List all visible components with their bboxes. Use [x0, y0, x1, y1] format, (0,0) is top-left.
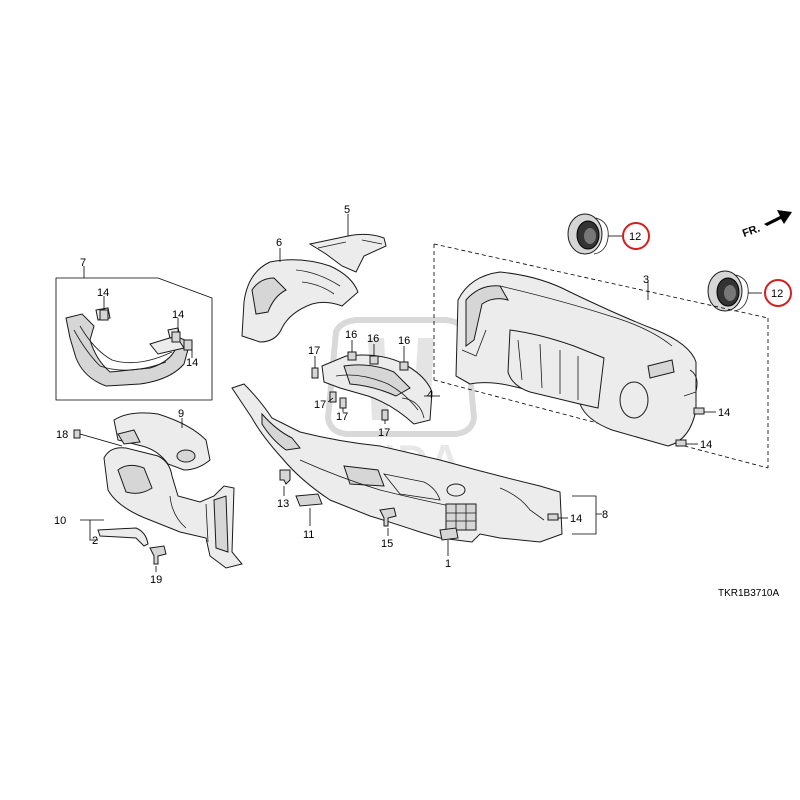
callout-19: 19	[150, 574, 162, 586]
callout-15: 15	[381, 538, 393, 550]
callout-5: 5	[344, 204, 350, 216]
callout-12-lower: 12	[771, 288, 783, 300]
part-13-clip[interactable]	[279, 469, 291, 485]
part-4-meter-assembly[interactable]	[321, 354, 433, 425]
callout-18: 18	[56, 429, 68, 441]
callout-12-upper: 12	[629, 231, 641, 243]
callout-16-c: 16	[398, 335, 410, 347]
part-14-clip-f[interactable]	[547, 513, 559, 521]
callout-6: 6	[276, 237, 282, 249]
part-17-clip-d[interactable]	[381, 409, 389, 421]
callout-17-a: 17	[308, 345, 320, 357]
part-14-clip-e[interactable]	[675, 439, 687, 447]
part-18-screw[interactable]	[73, 429, 81, 439]
watermark-logo	[324, 317, 478, 437]
part-14-clip-d[interactable]	[693, 407, 705, 415]
callout-11: 11	[303, 529, 314, 541]
part-9-knee-bolster[interactable]	[113, 412, 211, 471]
front-arrow-icon	[764, 210, 792, 226]
part-11-cover[interactable]	[295, 493, 323, 507]
part-14-clip-b[interactable]	[171, 331, 181, 343]
part-12-vent-upper[interactable]	[567, 213, 609, 255]
callout-8: 8	[602, 509, 608, 521]
part-16-clip-b[interactable]	[369, 355, 379, 365]
callout-9: 9	[178, 408, 184, 420]
front-direction-indicator: FR.	[741, 210, 792, 240]
callout-17-b: 17	[314, 399, 326, 411]
callout-14-d: 14	[718, 407, 730, 419]
callout-10: 10	[54, 515, 66, 527]
callout-17-c: 17	[336, 411, 348, 423]
part-15-fastener[interactable]	[379, 507, 397, 527]
callout-14-b: 14	[172, 309, 184, 321]
part-19-clip[interactable]	[149, 545, 167, 565]
part-17-clip-a[interactable]	[311, 367, 319, 379]
callout-1: 1	[445, 558, 451, 570]
part-16-clip-a[interactable]	[347, 351, 357, 361]
callout-14-e: 14	[700, 439, 712, 451]
part-10-lower-cover[interactable]	[103, 447, 243, 569]
callout-3: 3	[643, 274, 649, 286]
callout-ring-12-lower	[764, 279, 792, 307]
part-14-clip-c[interactable]	[183, 339, 193, 351]
callout-14-a: 14	[97, 287, 109, 299]
part-3-bracket	[433, 243, 769, 469]
part-17-clip-b[interactable]	[329, 391, 337, 403]
part-3-instrument-panel[interactable]	[455, 271, 698, 447]
part-5-cover[interactable]	[308, 233, 387, 273]
callout-14-c: 14	[186, 357, 198, 369]
callout-2: 2	[92, 535, 98, 547]
callout-16-a: 16	[345, 329, 357, 341]
part-17-clip-c[interactable]	[339, 397, 347, 409]
part-6-meter-visor[interactable]	[241, 259, 359, 343]
callout-13: 13	[277, 498, 289, 510]
part-1-switch[interactable]	[439, 527, 459, 541]
front-direction-label: FR.	[741, 223, 762, 240]
part-12-vent-lower[interactable]	[707, 270, 749, 312]
part-2-trim-strip[interactable]	[97, 527, 149, 547]
part-14-clip-a[interactable]	[99, 309, 109, 321]
callout-16-b: 16	[367, 333, 379, 345]
fastener-group	[73, 296, 716, 521]
part-8-bracket	[572, 495, 602, 535]
part-16-clip-c[interactable]	[399, 361, 409, 371]
callout-4: 4	[427, 389, 433, 401]
callout-7: 7	[80, 257, 86, 269]
part-8-lower-dashboard[interactable]	[231, 383, 563, 543]
callout-labels: 1 2 3 4 5 6 7 8 9 10 11 12 12 13 14 14 1…	[54, 204, 783, 586]
callout-14-f: 14	[570, 513, 582, 525]
callout-17-d: 17	[378, 427, 390, 439]
diagram-code: TKR1B3710A	[718, 588, 779, 599]
callout-ring-12-upper	[622, 222, 650, 250]
part-7-bracket	[55, 266, 213, 401]
